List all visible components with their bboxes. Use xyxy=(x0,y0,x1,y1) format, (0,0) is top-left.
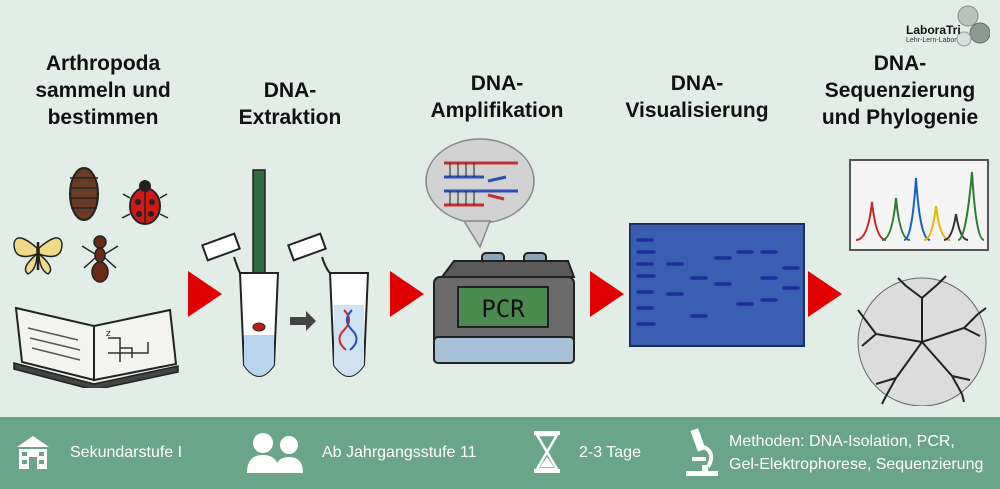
extraction-tubes-illustration xyxy=(201,169,370,377)
arrow-4 xyxy=(808,271,842,317)
butterfly-icon xyxy=(13,237,63,275)
millipede-icon xyxy=(69,167,99,221)
duration-text: 2-3 Tage xyxy=(579,444,641,461)
hourglass-icon xyxy=(534,431,560,473)
gel-electrophoresis-illustration xyxy=(629,223,805,347)
logo-subtitle: Lehr-Lern-Labor xyxy=(906,37,957,44)
footer-bar: Sekundarstufe I Ab Jahrgangsstufe 11 2-3… xyxy=(0,417,1000,489)
arrow-3 xyxy=(590,271,624,317)
ant-icon xyxy=(81,235,119,283)
stage-title-visualisierung: DNA-Visualisierung xyxy=(625,72,769,122)
identification-book-icon: z xyxy=(13,306,179,388)
methods-line-1: Methoden: DNA-Isolation, PCR, xyxy=(729,433,955,450)
ladybug-icon xyxy=(121,180,169,225)
pcr-machine-illustration: PCR xyxy=(425,138,576,364)
arthropods-and-book-illustration: z xyxy=(13,167,179,388)
book-label: z xyxy=(106,329,111,339)
school-icon xyxy=(17,436,49,469)
stage-title-extraktion: DNA-Extraktion xyxy=(238,79,342,129)
methods-line-2: Gel-Elektrophorese, Sequenzierung xyxy=(729,456,984,473)
grade-text: Ab Jahrgangsstufe 11 xyxy=(322,444,477,461)
pcr-display-label: PCR xyxy=(481,295,525,323)
sequencing-phylogeny-illustration xyxy=(849,159,989,406)
logo-name: LaboraTri xyxy=(906,23,961,37)
arrow-2 xyxy=(390,271,424,317)
laboratri-logo: LaboraTri Lehr-Lern-Labor xyxy=(904,3,990,47)
stage-title-amplifikation: DNA-Amplifikation xyxy=(430,72,564,122)
students-icon xyxy=(247,433,303,473)
school-level-text: Sekundarstufe I xyxy=(70,444,183,461)
arrow-1 xyxy=(188,271,222,317)
microscope-icon xyxy=(686,428,718,476)
